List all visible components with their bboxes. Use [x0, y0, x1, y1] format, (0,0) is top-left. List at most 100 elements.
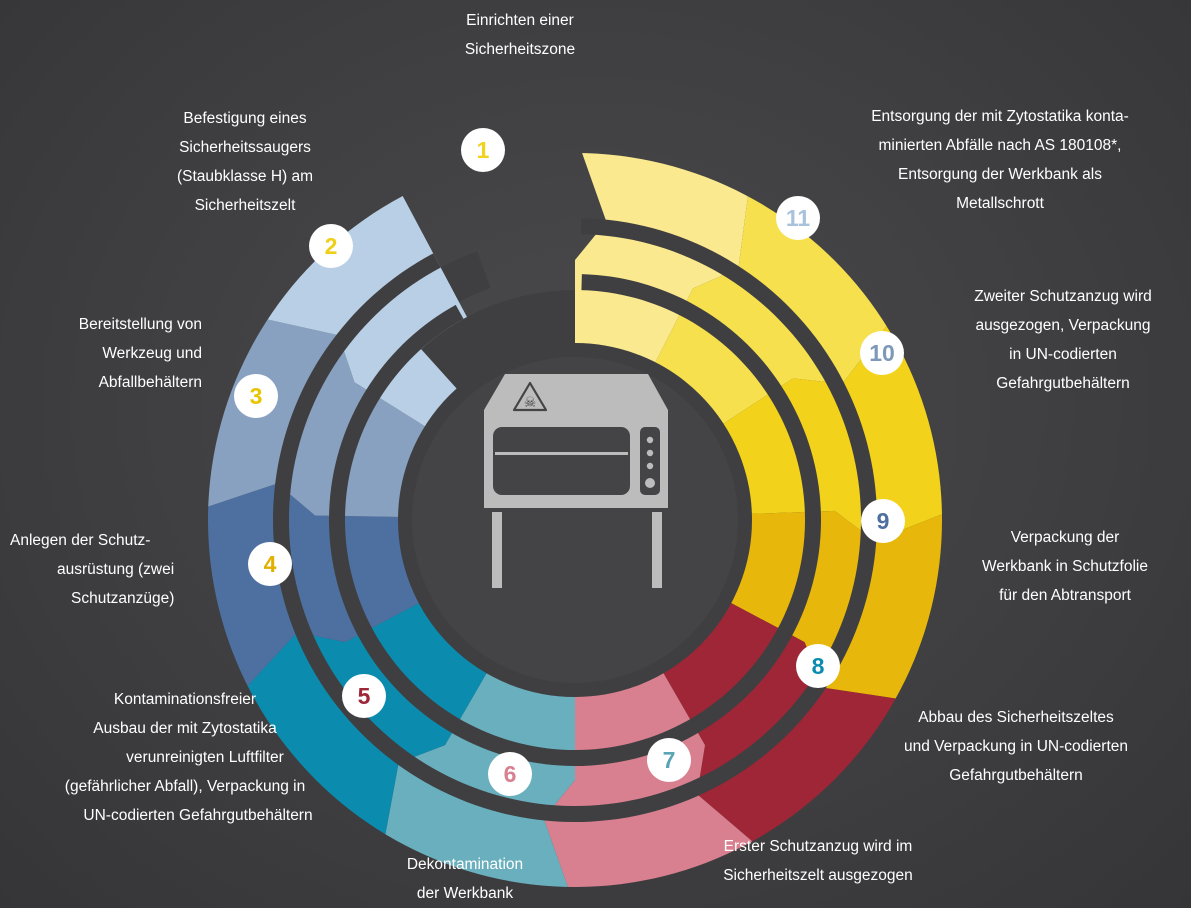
badge-number: 3: [250, 383, 263, 409]
step-label-line: Ausbau der mit Zytostatika: [93, 720, 277, 737]
ring-segment-step-9: [208, 483, 445, 702]
ring-segment-step-4: [705, 506, 942, 702]
band-end-gap-1: [440, 251, 491, 302]
step-label-line: UN-codierten Gefahrgutbehältern: [83, 807, 313, 824]
step-label-line: ausgezogen, Verpackung: [975, 317, 1151, 334]
step-badge-6: 6: [488, 752, 532, 796]
badge-number: 7: [663, 747, 676, 773]
step-label-line: verunreinigten Luftfilter: [126, 749, 284, 766]
warning-triangle-icon: [512, 381, 548, 412]
step-label-line: Abbau des Sicherheitszeltes: [918, 709, 1114, 726]
step-label-line: Erster Schutzanzug wird im: [723, 838, 913, 855]
badge-circle: [776, 196, 820, 240]
step-badge-4: 4: [248, 542, 292, 586]
step-label-line: Verpackung der: [1010, 529, 1120, 546]
step-label-line: Befestigung eines: [183, 110, 307, 127]
badge-number: 6: [504, 761, 517, 787]
badge-number: 4: [264, 551, 277, 577]
band-end-gap-2: [421, 290, 575, 394]
control-knob: [646, 462, 654, 470]
badge-number: 9: [877, 508, 890, 534]
badge-number: 10: [869, 340, 895, 366]
workbench-control-panel: [640, 427, 660, 495]
step-label-line: in UN-codierten: [1009, 346, 1117, 363]
step-label-10: Zweiter Schutzanzug wird ausgezogen, Verp…: [935, 282, 1191, 398]
step-label-line: minierten Abfälle nach AS 180108*,: [878, 137, 1122, 154]
step-badge-3: 3: [234, 374, 278, 418]
badge-circle: [861, 499, 905, 543]
center-disk-border: [398, 343, 752, 697]
workbench-leg: [652, 512, 662, 588]
step-label-line: Sicherheitszelt ausgezogen: [723, 867, 913, 884]
step-label-11: Entsorgung der mit Zytostatika konta-min…: [810, 102, 1190, 218]
step-badge-1: 1: [461, 128, 505, 172]
badge-number: 8: [812, 653, 825, 679]
step-label-7: Erster Schutzanzug wird im Sicherheitszel…: [668, 832, 968, 890]
step-label-line: Anlegen der Schutz-: [10, 532, 151, 549]
step-badge-11: 11: [776, 196, 820, 240]
badge-circle: [488, 752, 532, 796]
workbench-window: [493, 427, 630, 495]
step-label-line: Schutzanzüge): [71, 590, 175, 607]
badge-circle: [647, 738, 691, 782]
ring-segment-step-7: [381, 648, 575, 887]
step-label-line: Gefahrgutbehältern: [996, 375, 1130, 392]
step-badge-10: 10: [860, 331, 904, 375]
control-knob: [645, 478, 655, 488]
step-label-line: Sicherheitszone: [464, 41, 576, 58]
step-badge-7: 7: [647, 738, 691, 782]
step-label-line: Zweiter Schutzanzug wird: [974, 288, 1152, 305]
step-label-line: für den Abtransport: [999, 587, 1131, 604]
step-label-line: Sicherheitszelt: [194, 197, 296, 214]
step-label-line: Bereitstellung von: [78, 316, 202, 333]
control-knob: [646, 449, 654, 457]
workbench-icon: ☠: [484, 374, 668, 588]
step-badge-2: 2: [309, 224, 353, 268]
control-knob: [646, 436, 654, 444]
badge-number: 11: [786, 205, 811, 231]
badge-circle: [860, 331, 904, 375]
step-label-line: Metallschrott: [956, 195, 1044, 212]
step-label-line: Einrichten einer: [466, 12, 574, 29]
badge-number: 1: [477, 137, 490, 163]
step-label-8: Abbau des Sicherheitszeltes und Verpackun…: [856, 703, 1176, 790]
step-label-line: Werkbank in Schutzfolie: [982, 558, 1148, 575]
step-label-line: Gefahrgutbehältern: [949, 767, 1083, 784]
ring-segment-step-1: [575, 153, 751, 389]
badge-circle: [461, 128, 505, 172]
step-badge-9: 9: [861, 499, 905, 543]
step-label-line: Kontaminationsfreier: [113, 691, 257, 708]
badge-circle: [796, 644, 840, 688]
badge-circle: [309, 224, 353, 268]
step-label-line: (gefährlicher Abfall), Verpackung in: [64, 778, 306, 795]
skull-icon: ☠: [524, 395, 537, 411]
step-label-line: Entsorgung der mit Zytostatika konta-: [871, 108, 1129, 125]
badge-number: 5: [358, 683, 371, 709]
step-badge-8: 8: [796, 644, 840, 688]
step-label-line: Abfallbehältern: [98, 374, 202, 391]
badge-circle: [234, 374, 278, 418]
step-label-line: Sicherheitssaugers: [179, 139, 311, 156]
ring-segment-step-10: [208, 314, 450, 518]
workbench-sash: [495, 452, 628, 455]
step-label-line: Werkzeug und: [102, 345, 202, 362]
step-label-line: (Staubklasse H) am: [176, 168, 314, 185]
badge-number: 2: [325, 233, 338, 259]
badge-circle: [248, 542, 292, 586]
workbench-leg: [492, 512, 502, 588]
step-label-line: Entsorgung der Werkbank als: [898, 166, 1102, 183]
step-label-line: und Verpackung in UN-codierten: [903, 738, 1129, 755]
step-badge-5: 5: [342, 674, 386, 718]
step-label-line: der Werkbank: [416, 885, 514, 902]
step-badges: 1 2 3 4 5 6 7 8 9 10 11: [234, 128, 905, 796]
badge-circle: [342, 674, 386, 718]
step-label-line: ausrüstung (zwei: [57, 561, 175, 578]
